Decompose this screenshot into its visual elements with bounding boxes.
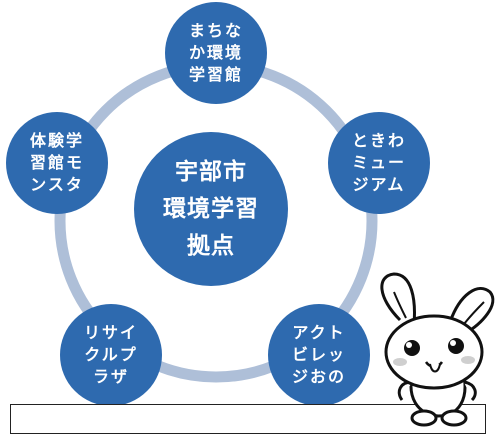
center-node-label: 宇部市 環境学習 拠点: [163, 158, 259, 259]
center-node: 宇部市 環境学習 拠点: [134, 132, 288, 286]
node-monsta: 体験学 習館モ ンスタ: [6, 112, 108, 214]
node-act-village: アクト ビレッ ジおの: [268, 304, 370, 406]
node-recycle-plaza: リサイ クルプ ラザ: [60, 304, 162, 406]
node-recycle-plaza-label: リサイ クルプ ラザ: [83, 323, 138, 386]
node-monsta-label: 体験学 習館モ ンスタ: [29, 131, 84, 194]
node-machinaka: まちな か環境 学習館: [165, 2, 267, 104]
rabbit-mascot-icon: [380, 272, 495, 427]
node-machinaka-label: まちな か環境 学習館: [188, 21, 243, 84]
node-act-village-label: アクト ビレッ ジおの: [291, 323, 346, 386]
node-tokiwa: ときわ ミュー ジアム: [328, 112, 430, 214]
node-tokiwa-label: ときわ ミュー ジアム: [351, 131, 406, 194]
